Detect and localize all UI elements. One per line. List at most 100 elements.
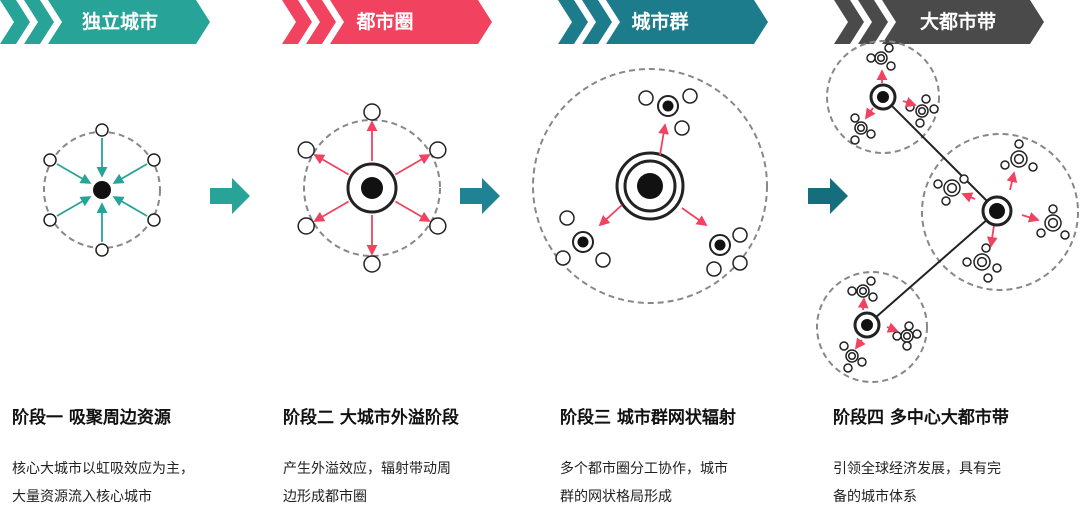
city-node [915, 118, 925, 128]
city-node [147, 153, 161, 167]
flow-arrow [112, 163, 148, 184]
desc-line: 群的网状格局形成 [560, 489, 672, 505]
city-node [732, 227, 748, 243]
city-node [1028, 162, 1038, 172]
city-node [850, 113, 860, 123]
city-node [856, 123, 866, 133]
city-node [847, 351, 857, 361]
city-node [559, 210, 575, 226]
city-node [868, 292, 878, 302]
flow-arrow [313, 154, 350, 176]
city-node [1048, 204, 1058, 214]
boundary-circle [921, 133, 1079, 291]
stage-2-header: 都市圈 [356, 11, 414, 33]
flow-arrow [56, 196, 92, 217]
stage-1-header: 独立城市 [81, 11, 158, 33]
city-node [892, 331, 902, 341]
chevron-icon [282, 0, 312, 44]
flow-arrow [658, 123, 669, 156]
chevron-icon [858, 0, 888, 44]
core-city-dot [361, 177, 383, 199]
city-node [297, 217, 315, 235]
city-node [876, 53, 886, 63]
chevron-icon [306, 0, 336, 44]
city-node [839, 341, 849, 351]
city-node [850, 135, 860, 145]
boundary-circle [532, 68, 768, 304]
arrow-right-icon [460, 178, 500, 214]
city-node [1014, 139, 1024, 149]
city-node [976, 256, 988, 268]
city-node [902, 331, 912, 341]
city-node [941, 196, 951, 206]
city-node [1036, 228, 1046, 238]
city-node [912, 329, 922, 339]
core-city-dot [989, 203, 1005, 219]
stage-3-title: 阶段三 城市群网状辐射 [560, 408, 736, 428]
city-node [1000, 160, 1010, 170]
boundary-circle [816, 271, 928, 383]
city-node [1013, 153, 1025, 165]
city-node [902, 341, 912, 351]
city-node [843, 363, 853, 373]
flow-arrow [902, 97, 917, 108]
city-node [866, 129, 876, 139]
header-banner [606, 0, 768, 44]
city-node [43, 213, 57, 227]
chevron-icon [834, 0, 864, 44]
city-node [595, 252, 611, 268]
flow-arrow [961, 192, 976, 203]
city-node [1060, 230, 1070, 240]
city-node [884, 43, 894, 53]
city-node [1047, 217, 1059, 229]
stage-4-title: 阶段四 多中心大都市带 [833, 408, 1009, 428]
city-node [638, 90, 654, 106]
core-city-dot [662, 100, 674, 112]
desc-line: 备的城市体系 [833, 489, 917, 505]
city-node [555, 250, 571, 266]
city-node [847, 286, 857, 296]
core-city-dot [877, 91, 889, 103]
city-node [959, 174, 969, 184]
flow-arrow [681, 207, 708, 227]
desc-line: 边形成都市圈 [283, 489, 367, 505]
flow-arrow [394, 200, 431, 222]
desc-line: 多个都市圈分工协作，城市 [560, 461, 728, 477]
city-node [429, 141, 447, 159]
flow-arrow [854, 337, 866, 350]
city-node [981, 243, 991, 253]
flow-arrow [313, 200, 350, 222]
city-node [921, 94, 931, 104]
arrow-right-icon [210, 178, 250, 214]
connection-line [882, 96, 998, 212]
desc-line: 大量资源流入核心城市 [12, 489, 152, 505]
desc-line: 产生外溢效应，辐射带动周 [283, 461, 451, 477]
chevron-icon [0, 0, 30, 44]
city-node [992, 263, 1002, 273]
flow-arrow [56, 163, 92, 184]
flow-arrow [986, 224, 998, 248]
stage-2-title: 阶段二 大城市外溢阶段 [283, 408, 459, 428]
boundary-circle [303, 119, 441, 257]
core-city-dot [637, 173, 663, 199]
city-node [429, 217, 447, 235]
city-node [682, 88, 698, 104]
city-node [43, 153, 57, 167]
city-node [363, 255, 381, 273]
header-banner [330, 0, 492, 44]
flow-arrow [1006, 171, 1018, 191]
flow-arrow [1021, 212, 1040, 223]
flow-arrow [598, 204, 623, 227]
core-city-dot [861, 319, 873, 331]
city-node [904, 321, 914, 331]
city-node [886, 61, 896, 71]
core-city-dot [577, 236, 589, 248]
chevron-icon [24, 0, 54, 44]
stage-1-description: 核心大城市以虹吸效应为主，大量资源流入核心城市 [12, 455, 252, 511]
arrow-right-icon [808, 178, 848, 214]
stage-4-header: 大都市带 [919, 11, 996, 33]
city-node [929, 104, 939, 114]
flow-arrow [864, 107, 876, 120]
city-node [962, 257, 972, 267]
